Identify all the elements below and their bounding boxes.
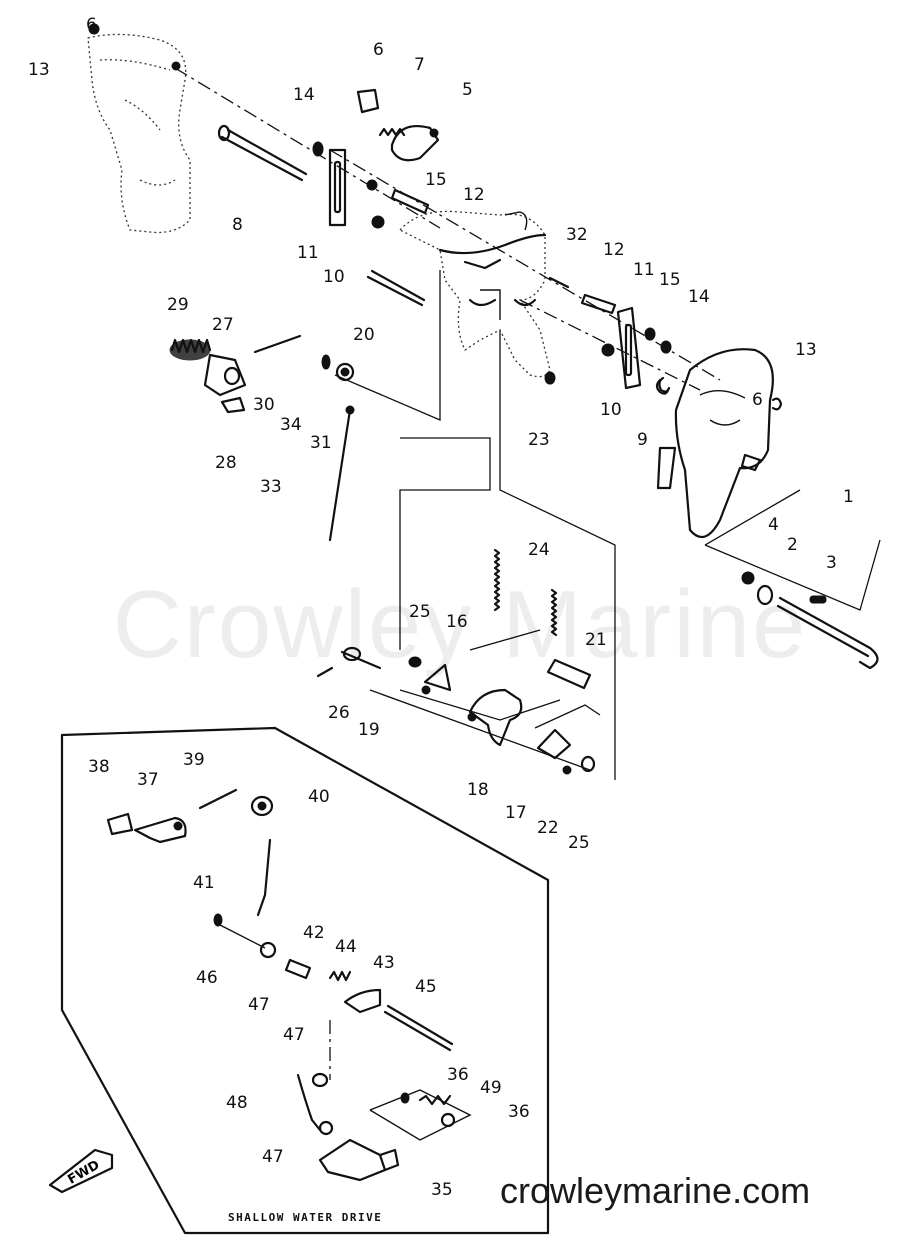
label-44: 44 — [335, 937, 357, 957]
label-33: 33 — [260, 477, 282, 497]
left-clamp-bracket — [87, 23, 191, 234]
label-14-left: 14 — [293, 85, 315, 105]
label-3: 3 — [826, 553, 837, 573]
hardware-parts — [169, 88, 879, 775]
label-48: 48 — [226, 1093, 248, 1113]
label-25-top: 25 — [409, 602, 431, 622]
label-5: 5 — [462, 80, 473, 100]
label-11-left: 11 — [297, 243, 319, 263]
label-41: 41 — [193, 873, 215, 893]
label-11-right: 11 — [633, 260, 655, 280]
label-13-right: 13 — [795, 340, 817, 360]
label-35: 35 — [431, 1180, 453, 1200]
label-8: 8 — [232, 215, 243, 235]
label-46: 46 — [196, 968, 218, 988]
assembly-lines — [174, 67, 881, 1080]
label-14-right: 14 — [688, 287, 710, 307]
label-38: 38 — [88, 757, 110, 777]
label-39: 39 — [183, 750, 205, 770]
shallow-water-drive-inset — [48, 726, 550, 1235]
label-2: 2 — [787, 535, 798, 555]
label-49: 49 — [480, 1078, 502, 1098]
label-34: 34 — [280, 415, 302, 435]
label-23: 23 — [528, 430, 550, 450]
label-25-bottom: 25 — [568, 833, 590, 853]
label-15-left: 15 — [425, 170, 447, 190]
label-10-right: 10 — [600, 400, 622, 420]
label-18: 18 — [467, 780, 489, 800]
label-17: 17 — [505, 803, 527, 823]
swivel-bracket — [398, 210, 551, 378]
label-20: 20 — [353, 325, 375, 345]
label-16: 16 — [446, 612, 468, 632]
label-27: 27 — [212, 315, 234, 335]
label-6-top: 6 — [373, 40, 384, 60]
label-6-left: 6 — [86, 15, 97, 35]
label-22: 22 — [537, 818, 559, 838]
label-47-bottom: 47 — [262, 1147, 284, 1167]
label-29: 29 — [167, 295, 189, 315]
label-31: 31 — [310, 433, 332, 453]
inset-caption: SHALLOW WATER DRIVE — [228, 1211, 383, 1224]
label-10-left: 10 — [323, 267, 345, 287]
label-12-left: 12 — [463, 185, 485, 205]
label-47-top: 47 — [248, 995, 270, 1015]
label-36-bottom: 36 — [508, 1102, 530, 1122]
label-24: 24 — [528, 540, 550, 560]
label-30: 30 — [253, 395, 275, 415]
label-40: 40 — [308, 787, 330, 807]
label-6-right: 6 — [752, 390, 763, 410]
label-4: 4 — [768, 515, 779, 535]
label-21: 21 — [585, 630, 607, 650]
label-9: 9 — [637, 430, 648, 450]
part-labels: 13 6 6 7 5 14 15 12 8 11 10 32 12 11 15 … — [28, 15, 854, 1200]
label-43: 43 — [373, 953, 395, 973]
label-19: 19 — [358, 720, 380, 740]
label-47-mid: 47 — [283, 1025, 305, 1045]
label-1: 1 — [843, 487, 854, 507]
fwd-badge-label: FWD — [65, 1158, 102, 1188]
site-url: crowleymarine.com — [500, 1170, 811, 1211]
label-15-right: 15 — [659, 270, 681, 290]
label-45: 45 — [415, 977, 437, 997]
label-32: 32 — [566, 225, 588, 245]
label-28: 28 — [215, 453, 237, 473]
label-7: 7 — [414, 55, 425, 75]
label-13-left: 13 — [28, 60, 50, 80]
label-12-right: 12 — [603, 240, 625, 260]
label-42: 42 — [303, 923, 325, 943]
label-26: 26 — [328, 703, 350, 723]
label-36-top: 36 — [447, 1065, 469, 1085]
label-37: 37 — [137, 770, 159, 790]
right-clamp-bracket — [656, 348, 783, 539]
